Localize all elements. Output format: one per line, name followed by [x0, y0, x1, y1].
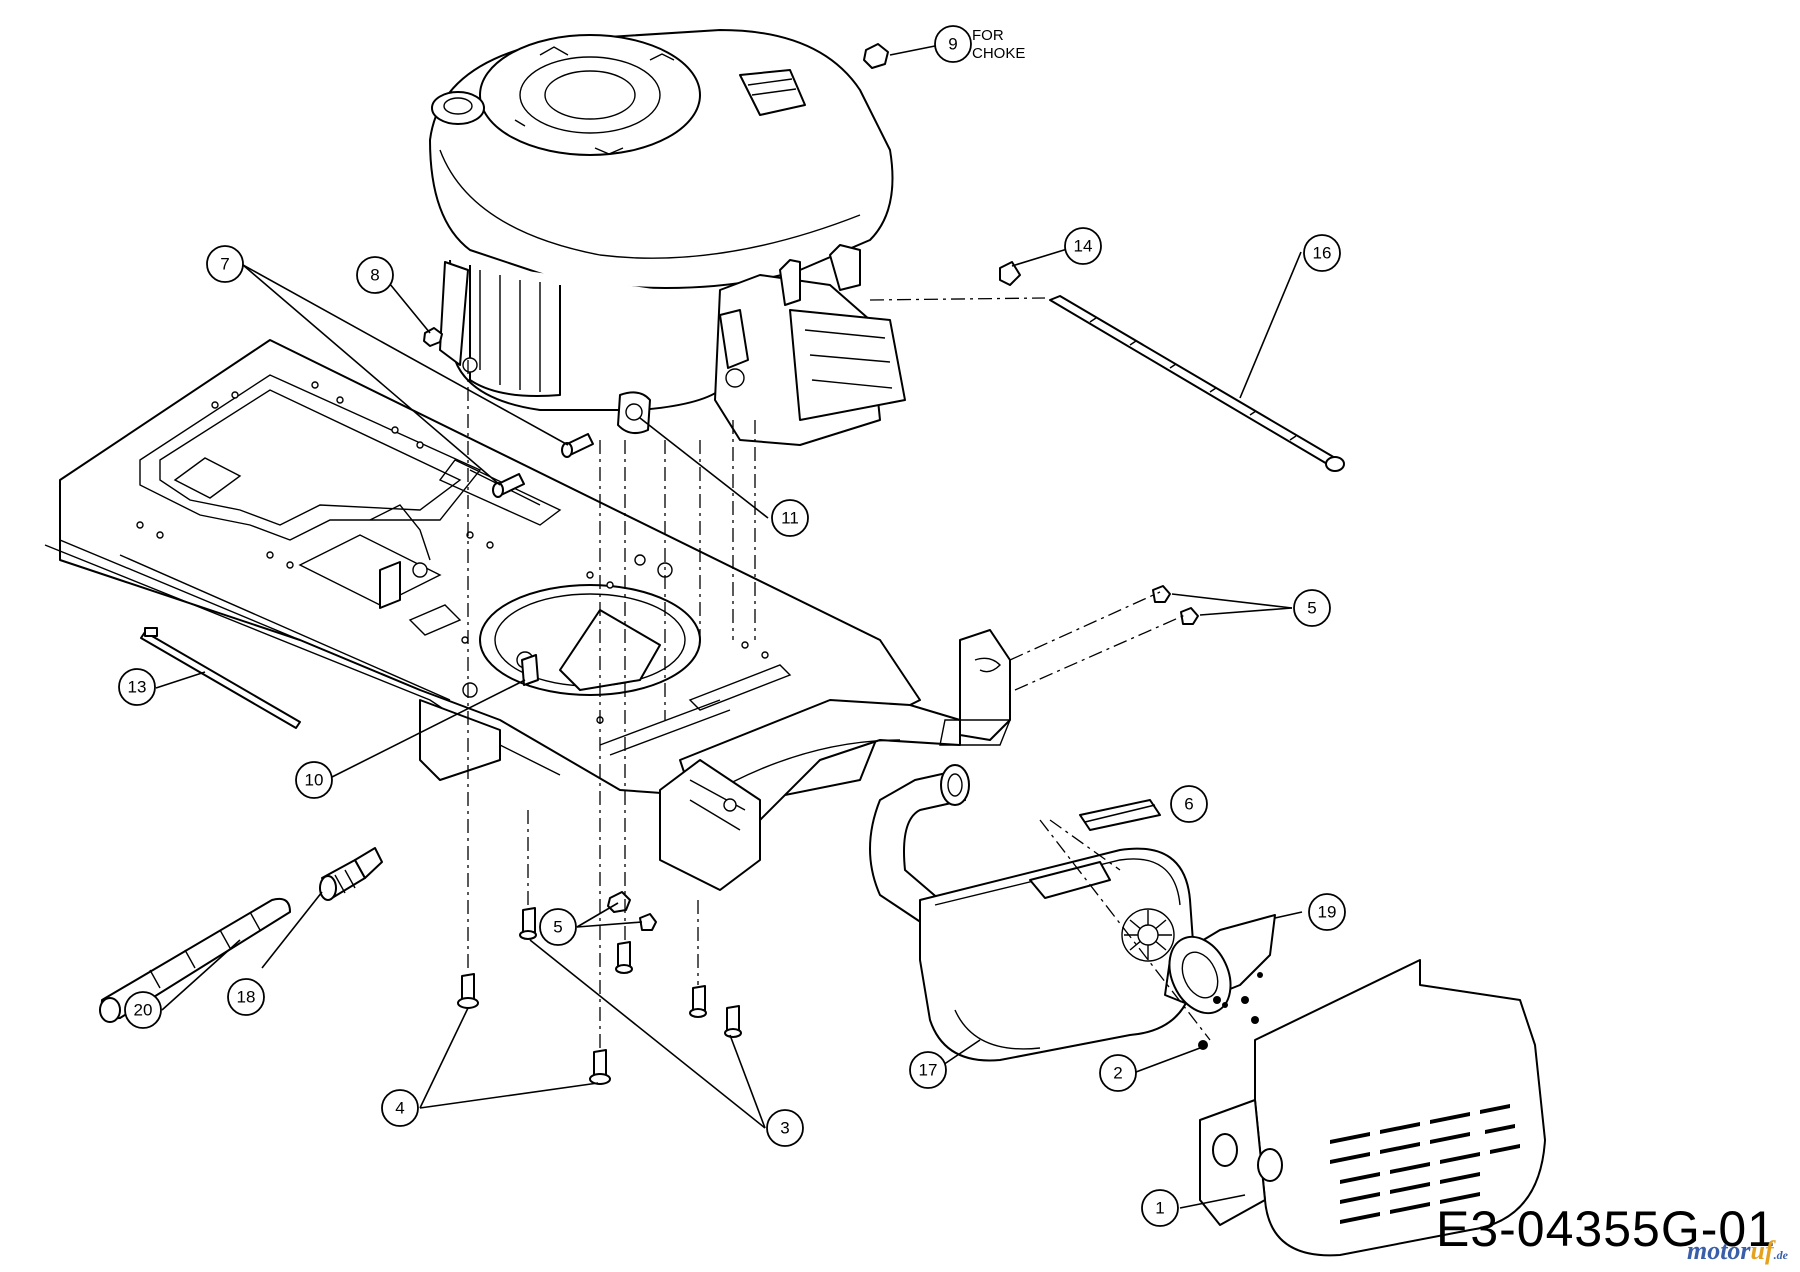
spacer: [521, 654, 539, 686]
frame: [44, 339, 1012, 891]
callout-circle: [1064, 227, 1102, 265]
callout-9: 9: [934, 25, 972, 63]
callout-2: 2: [1099, 1054, 1137, 1092]
callout-17: 17: [909, 1051, 947, 1089]
clip: [999, 261, 1021, 286]
callout-7: 7: [206, 245, 244, 283]
callout-circle: [539, 908, 577, 946]
callout-number: 20: [134, 1001, 153, 1020]
callout-20: 20: [124, 991, 162, 1029]
callout-number: 4: [395, 1099, 404, 1118]
callout-circle: [124, 991, 162, 1029]
frame-bolts: [519, 907, 742, 1038]
callout-11: 11: [771, 499, 809, 537]
choke-note-line: FOR: [972, 27, 1004, 44]
callout-number: 16: [1313, 244, 1332, 263]
hose: [99, 897, 291, 1023]
callout-number: 2: [1113, 1064, 1122, 1083]
watermark-suffix: .de: [1773, 1248, 1788, 1262]
heat-shield: [1199, 959, 1546, 1257]
callout-circle: [1099, 1054, 1137, 1092]
callout-circle: [909, 1051, 947, 1089]
callout-16: 16: [1303, 234, 1341, 272]
callout-number: 5: [553, 918, 562, 937]
callout-6: 6: [1170, 785, 1208, 823]
watermark-part2: uf: [1750, 1236, 1774, 1265]
choke-nut: [863, 43, 889, 69]
engine: [429, 29, 906, 446]
callout-8: 8: [356, 256, 394, 294]
callout-circle: [766, 1109, 804, 1147]
callout-circle: [295, 761, 333, 799]
deflector-screws: [1198, 996, 1221, 1050]
callout-1: 1: [1141, 1189, 1179, 1227]
callout-18: 18: [227, 978, 265, 1016]
callout-5-lower: 5: [539, 908, 577, 946]
callout-13: 13: [118, 668, 156, 706]
callout-number: 7: [220, 255, 229, 274]
callout-10: 10: [295, 761, 333, 799]
callout-number: 13: [128, 678, 147, 697]
callout-circle: [1293, 589, 1331, 627]
callout-number: 10: [305, 771, 324, 790]
callout-4: 4: [381, 1089, 419, 1127]
callout-circle: [1170, 785, 1208, 823]
callout-number: 3: [780, 1119, 789, 1138]
watermark-part1: motor: [1686, 1236, 1751, 1265]
callout-number: 6: [1184, 795, 1193, 814]
callout-number: 1: [1155, 1199, 1164, 1218]
heat-shield-slots: [1330, 1104, 1520, 1224]
callout-circle: [227, 978, 265, 1016]
callout-number: 17: [919, 1061, 938, 1080]
callout-3: 3: [766, 1109, 804, 1147]
engine-bolts: [492, 433, 594, 498]
muffler: [919, 799, 1196, 1062]
callout-number: 8: [370, 266, 379, 285]
callout-19: 19: [1308, 893, 1346, 931]
callout-number: 18: [237, 988, 256, 1007]
callout-number: 9: [948, 35, 957, 54]
watermark-logo: motoruf.de: [1687, 1236, 1788, 1266]
callout-5-upper: 5: [1293, 589, 1331, 627]
callout-number: 5: [1307, 599, 1316, 618]
callout-circle: [1308, 893, 1346, 931]
callout-14: 14: [1064, 227, 1102, 265]
callout-circle: [1303, 234, 1341, 272]
callout-circle: [771, 499, 809, 537]
callout-circle: [381, 1089, 419, 1127]
frame-screws: [457, 973, 611, 1085]
callout-number: 19: [1318, 903, 1337, 922]
callouts: 1 2 3 4 5 5 6 7 8 9 10 11 13 14 16 17 18…: [118, 25, 1346, 1227]
choke-note-line: CHOKE: [972, 45, 1025, 62]
callout-circle: [118, 668, 156, 706]
callout-number: 11: [781, 509, 799, 528]
callout-circle: [934, 25, 972, 63]
assembly-lines: [467, 297, 1211, 1050]
choke-note: FOR CHOKE: [972, 27, 1025, 62]
callout-circle: [1141, 1189, 1179, 1227]
rod: [1049, 295, 1345, 472]
callout-number: 14: [1074, 237, 1093, 256]
nut: [423, 327, 443, 347]
drawing-number: E3-04355G-01: [1435, 1201, 1776, 1257]
callout-circle: [206, 245, 244, 283]
drain-fitting: [319, 847, 383, 901]
exhaust-pipe: [869, 764, 970, 926]
spark-deflector: [1164, 914, 1276, 1024]
callout-circle: [356, 256, 394, 294]
cable-tie: [140, 627, 301, 729]
